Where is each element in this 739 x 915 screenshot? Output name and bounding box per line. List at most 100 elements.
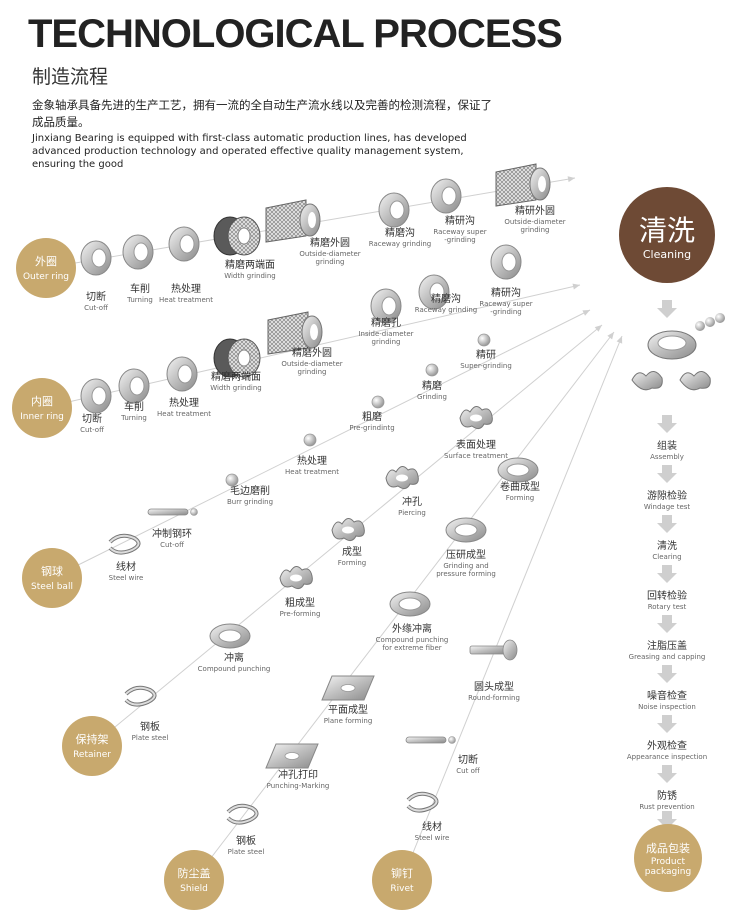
down-arrow-icon (657, 300, 677, 318)
step-label-en: Forming (506, 494, 534, 502)
ball-icon (477, 333, 491, 347)
wheel-icon (213, 338, 261, 378)
step-label-en: Raceway super-grinding (433, 228, 486, 244)
arrow-head-icon (572, 283, 580, 290)
step-label-cn: 毛边磨削 (230, 484, 270, 497)
down-arrow-icon (657, 615, 677, 633)
step-label-cn: 外缘冲离 (392, 622, 432, 635)
step-label-en: Heat treatment (285, 468, 339, 476)
step-label-en: Turning (120, 414, 147, 422)
step-label-cn: 钢板 (236, 834, 256, 847)
bearing-assembly-icon (631, 313, 725, 391)
final-step-label-cn: 外观检查 (647, 739, 687, 752)
start-label-cn: 保持架 (76, 732, 109, 746)
step-label-cn: 切断 (458, 753, 478, 766)
packaging-label-cn: 成品包装 (646, 842, 690, 855)
step-label-en: Piercing (398, 509, 426, 517)
final-step-label-en: Clearing (652, 553, 681, 561)
ring-icon (80, 378, 112, 414)
final-step-label-en: Rotary test (648, 603, 687, 611)
cleaning-label-cn: 清洗 (639, 214, 695, 247)
intro-text-en: Jinxiang Bearing is equipped with first-… (32, 133, 467, 170)
down-arrow-icon (657, 765, 677, 783)
start-label-en: Steel ball (31, 582, 73, 592)
cleaning-label-en: Cleaning (643, 248, 691, 261)
final-step-label-cn: 防锈 (657, 789, 677, 802)
step-label-cn: 精磨两端面 (225, 258, 275, 271)
plate-icon (321, 675, 375, 701)
step-label-cn: 精磨外圆 (292, 346, 332, 359)
ball-icon (371, 395, 385, 409)
step-label-cn: 精磨两端面 (211, 370, 261, 383)
plate-icon (265, 743, 319, 769)
step-label-en: Width grinding (224, 272, 276, 280)
start-label-cn: 铆钉 (391, 866, 413, 880)
coil-icon (406, 791, 439, 813)
start-label-cn: 内圈 (31, 394, 53, 408)
final-step-label-en: Greasing and capping (629, 653, 706, 661)
step-label-en: Compound punching (198, 665, 271, 673)
step-label-en: Cut off (456, 767, 480, 775)
step-label-en: Raceway super-grinding (479, 300, 532, 316)
step-label-en: Pre-forming (280, 610, 321, 618)
step-label-cn: 切断 (82, 412, 102, 425)
cage-icon (459, 406, 493, 430)
step-label-en: Heat treatment (159, 296, 213, 304)
page-title: TECHNOLOGICAL PROCESS (28, 12, 563, 56)
step-label-en: Pre-grindintg (349, 424, 394, 432)
final-step-label-en: Appearance inspection (627, 753, 707, 761)
final-step-label-cn: 回转检验 (647, 589, 687, 602)
final-step-label-en: Assembly (650, 453, 684, 461)
step-label-cn: 压研成型 (446, 548, 486, 561)
step-label-cn: 精磨沟 (385, 226, 415, 239)
step-label-cn: 精磨孔 (371, 316, 401, 329)
cage-icon (331, 518, 365, 542)
down-arrow-icon (657, 415, 677, 433)
final-step-label-cn: 组装 (657, 439, 677, 452)
ball-icon (425, 363, 439, 377)
connector-line (401, 335, 623, 881)
mesh-icon (267, 311, 323, 355)
washer-icon (209, 623, 251, 649)
coil-icon (124, 685, 157, 707)
ball-icon (225, 473, 239, 487)
step-label-en: Turning (126, 296, 153, 304)
start-label-en: Inner ring (20, 412, 64, 422)
step-label-en: Raceway grinding (415, 306, 478, 314)
step-label-cn: 冲制钢环 (152, 527, 192, 540)
step-label-en: Super-grinding (460, 362, 512, 370)
ring-icon (378, 192, 410, 228)
final-step-label-en: Windage test (644, 503, 691, 511)
